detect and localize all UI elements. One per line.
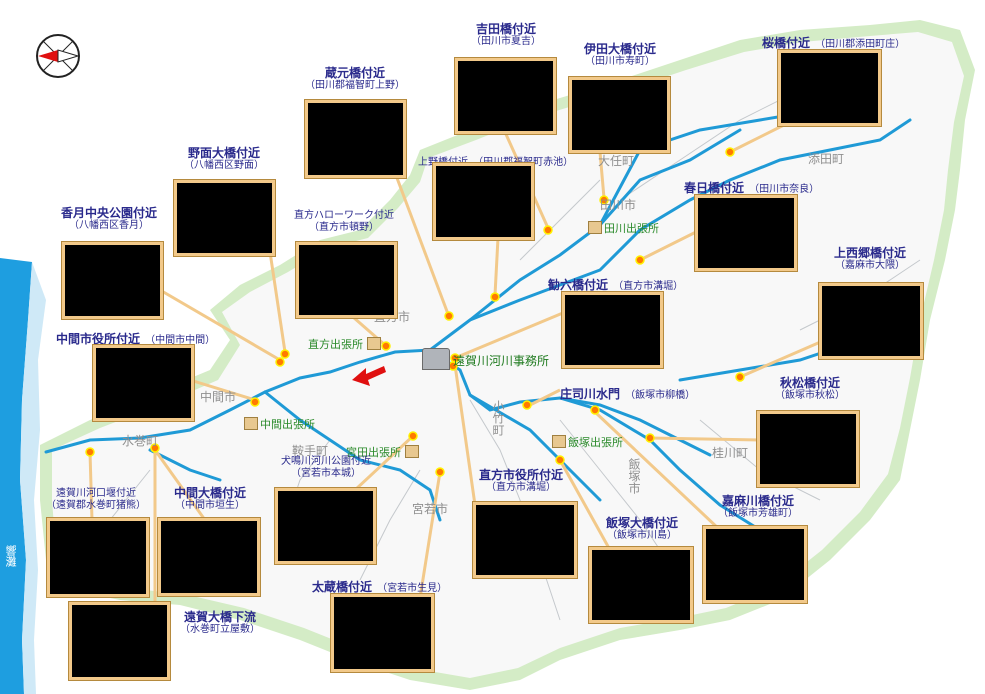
hikosan-river <box>428 118 912 352</box>
camera-label-shojigawa: 庄司川水門 （飯塚市柳橋） <box>560 387 696 401</box>
area-kotakemachi: 小竹町 <box>491 400 505 436</box>
camera-image-kasugabashi[interactable] <box>695 195 797 271</box>
office-nakama-label: 中間出張所 <box>260 418 315 431</box>
camera-label-akimatsu: 秋松橋付近（飯塚市秋松） <box>775 376 845 402</box>
camera-image-itaohashi[interactable] <box>569 77 670 153</box>
office-tagawa-label: 田川出張所 <box>604 222 659 235</box>
camera-label-inunaki: 犬鳴川河川公園付近（宮若市本城） <box>281 456 371 479</box>
camera-label-kanroku: 勧六橋付近 （直方市溝堀） <box>548 278 684 292</box>
sea <box>0 258 32 694</box>
area-nakamashi: 中間市 <box>200 390 237 404</box>
camera-label-nogatayakusho: 直方市役所付近（直方市溝堀） <box>478 468 563 494</box>
camera-image-inunaki[interactable] <box>275 488 376 564</box>
camera-image-uenobashi[interactable] <box>433 163 534 240</box>
camera-label-kuramoto: 蔵元橋付近（田川郡福智町上野） <box>305 66 405 92</box>
flow-arrow <box>352 366 386 386</box>
office-tagawa[interactable]: 田川出張所 <box>588 220 659 236</box>
camera-image-akimatsu[interactable] <box>757 411 859 487</box>
headquarters[interactable]: 遠賀川河川事務所 <box>422 348 549 370</box>
camera-label-kamisaigo: 上西郷橋付近（嘉麻市大隈） <box>833 246 906 272</box>
camera-label-sakurabashi: 桜橋付近 （田川郡添田町庄） <box>762 36 906 50</box>
camera-label-kakozeki: 遠賀川河口堰付近（遠賀郡水巻町猪熊） <box>46 488 146 511</box>
camera-image-yoshidabashi[interactable] <box>455 58 556 134</box>
camera-image-okura[interactable] <box>331 594 434 672</box>
sea-label: 響灘 <box>4 545 17 567</box>
area-keisenmachi: 桂川町 <box>712 446 749 460</box>
camera-image-nakamayakusho[interactable] <box>93 345 194 421</box>
office-nogata[interactable]: 直方出張所 <box>308 336 383 352</box>
camera-image-iizukaohashi[interactable] <box>589 547 693 623</box>
camera-label-nakamayakusho: 中間市役所付近 （中間市中間） <box>56 332 216 346</box>
kaho-river <box>468 393 602 502</box>
camera-label-ongaohashi: 遠賀大橋下流（水巻町立屋敷） <box>180 610 260 636</box>
camera-label-okura: 太蔵橋付近 （宮若市生見） <box>312 580 448 594</box>
camera-label-yoshidabashi: 吉田橋付近（田川市夏吉） <box>471 22 541 48</box>
compass-icon <box>36 34 80 78</box>
camera-label-nakamaohashi: 中間大橋付近（中間市垣生） <box>173 486 246 512</box>
camera-image-kazurakouen[interactable] <box>62 242 163 319</box>
area-miyawakashi: 宮若市 <box>412 502 449 516</box>
camera-label-uenobashi: 上野橋付近 （田川郡福智町赤池） <box>418 150 573 169</box>
office-miyata-label: 宮田出張所 <box>346 446 401 459</box>
area-tagawashi: 田川市 <box>600 198 637 212</box>
camera-label-nozura: 野面大橋付近（八幡西区野面） <box>184 146 264 172</box>
office-nogata-label: 直方出張所 <box>308 338 363 351</box>
camera-image-sakurabashi[interactable] <box>778 50 881 126</box>
headquarters-label: 遠賀川河川事務所 <box>453 354 550 368</box>
building-icon <box>367 337 381 350</box>
camera-label-hellowork: 直方ハローワーク付近（直方市頓野） <box>294 210 394 233</box>
area-iizukashi: 飯塚市 <box>627 458 641 494</box>
office-nakama[interactable]: 中間出張所 <box>244 416 315 432</box>
office-iizuka-label: 飯塚出張所 <box>568 436 623 449</box>
area-daininmachi: 大任町 <box>598 154 635 168</box>
onga-river-main <box>44 348 712 457</box>
camera-image-nakamaohashi[interactable] <box>158 518 260 596</box>
area-mizumakimachi: 水巻町 <box>122 434 159 448</box>
area-soedamachi: 添田町 <box>808 152 845 166</box>
office-iizuka[interactable]: 飯塚出張所 <box>552 434 623 450</box>
camera-image-kanroku[interactable] <box>562 292 663 368</box>
camera-image-hellowork[interactable] <box>296 242 397 318</box>
camera-image-nozura[interactable] <box>174 180 275 256</box>
building-icon <box>588 221 602 234</box>
camera-image-kamakawa[interactable] <box>703 526 807 603</box>
building-icon <box>244 417 258 430</box>
camera-label-kamakawa: 嘉麻川橋付近（飯塚市芳雄町） <box>718 494 798 520</box>
office-miyata[interactable]: 宮田出張所 <box>346 444 421 460</box>
camera-markers <box>85 147 745 477</box>
camera-label-iizukaohashi: 飯塚大橋付近（飯塚市川島） <box>605 516 678 542</box>
camera-label-itaohashi: 伊田大橋付近（田川市寿町） <box>583 42 656 68</box>
office-building-icon <box>422 348 450 370</box>
camera-image-kamisaigo[interactable] <box>819 283 923 359</box>
building-icon <box>552 435 566 448</box>
camera-image-ongaohashi[interactable] <box>69 602 170 680</box>
sea-shore <box>20 262 46 694</box>
camera-image-kakozeki[interactable] <box>47 518 149 597</box>
building-icon <box>405 445 419 458</box>
camera-image-nogatayakusho[interactable] <box>473 502 577 578</box>
camera-image-kuramoto[interactable] <box>305 100 406 178</box>
camera-label-kasugabashi: 春日橋付近 （田川市奈良） <box>684 181 820 195</box>
camera-label-kazurakouen: 香月中央公園付近（八幡西区香月） <box>60 206 157 232</box>
area-kuratemachi: 鞍手町 <box>292 444 329 458</box>
mizumaki-branch <box>148 448 222 482</box>
inunaki-river <box>263 390 442 522</box>
